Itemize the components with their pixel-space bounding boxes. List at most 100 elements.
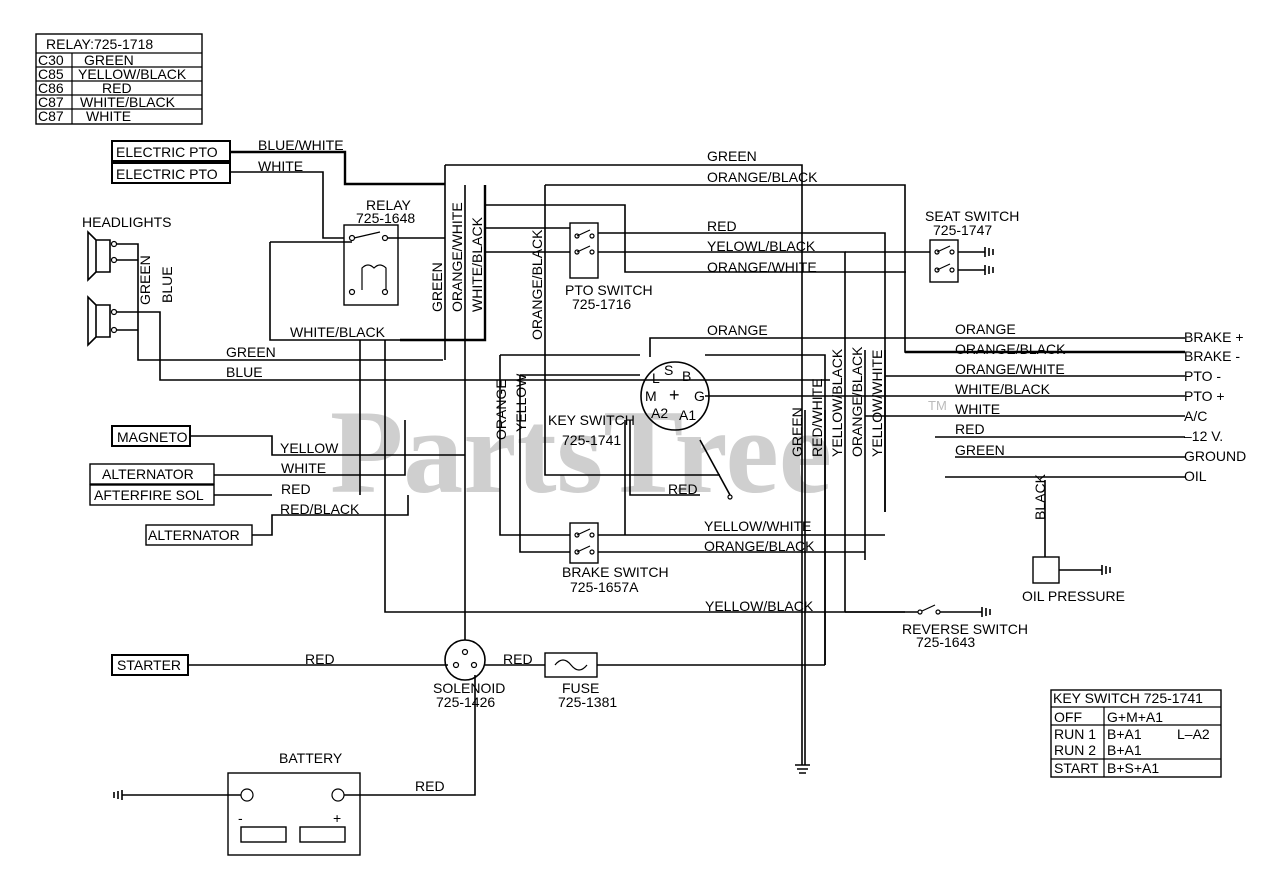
wire-label: YELLOW/WHITE (704, 518, 811, 534)
solenoid-part: 725-1426 (436, 694, 495, 710)
brake-switch: BRAKE SWITCH 725-1657A YELLOW/WHITE ORAN… (562, 420, 885, 614)
wire-label: YELOWL/BLACK (707, 238, 816, 254)
reverse-switch: REVERSE SWITCH 725-1643 (845, 604, 1028, 650)
reverse-switch-name: REVERSE SWITCH (902, 621, 1028, 637)
relay-table-title: RELAY:725-1718 (46, 36, 153, 52)
wire-label: ORANGE/BLACK (707, 169, 818, 185)
relay-pin: C87 (38, 94, 64, 110)
battery-label: BATTERY (279, 750, 343, 766)
wire-label: ORANGE (707, 322, 768, 338)
wire-label: RED (668, 481, 698, 497)
wire-label: GREEN (789, 407, 805, 457)
wire-label: BLUE (226, 364, 263, 380)
pto-switch: PTO SWITCH 725-1716 RED YELOWL/BLACK ORA… (485, 204, 906, 612)
alternator-2-label: ALTERNATOR (148, 527, 240, 543)
key-table-pos: RUN 1 (1054, 726, 1096, 742)
key-table-title: KEY SWITCH 725-1741 (1053, 690, 1203, 706)
seat-switch-part: 725-1747 (933, 222, 992, 238)
headlights: HEADLIGHTS GREEN BLUE GREEN BLUE (82, 214, 830, 381)
starter-label: STARTER (117, 657, 181, 673)
watermark: PartsTree TM (330, 385, 947, 518)
wire-label: ORANGE/BLACK (704, 538, 815, 554)
wire-label: BLUE/WHITE (258, 137, 344, 153)
key-terminal-g: G (694, 388, 705, 404)
oil-pressure-label: OIL PRESSURE (1022, 588, 1125, 604)
wire-label: ORANGE/WHITE (955, 361, 1065, 377)
relay-pin: C85 (38, 66, 64, 82)
relay: RELAY 725-1648 WHITE/BLACK (269, 197, 445, 341)
connector-pto-plus: PTO + (1184, 388, 1225, 404)
seat-switch: SEAT SWITCH 725-1747 (845, 208, 1019, 283)
pto-switch-part: 725-1716 (572, 296, 631, 312)
wire-label: ORANGE/BLACK (529, 229, 545, 340)
fuse-name: FUSE (562, 680, 599, 696)
wire-label: YELLOW/BLACK (705, 598, 814, 614)
electric-pto-label: ELECTRIC PTO (116, 166, 218, 182)
reverse-switch-part: 725-1643 (916, 634, 975, 650)
key-table-extra: L–A2 (1177, 726, 1210, 742)
wire-label: YELLOW (280, 440, 339, 456)
relay-name: RELAY (366, 197, 412, 213)
key-terminal-b: B (682, 368, 691, 384)
key-switch-part: 725-1741 (562, 432, 621, 448)
wire-label: ORANGE/WHITE (707, 259, 817, 275)
afterfire-sol-label: AFTERFIRE SOL (94, 487, 204, 503)
connector-ac: A/C (1184, 408, 1207, 424)
connector-ground: GROUND (1184, 448, 1246, 464)
wire-label: ORANGE (493, 379, 509, 440)
brake-switch-name: BRAKE SWITCH (562, 564, 669, 580)
relay-part: 725-1648 (356, 210, 415, 226)
relay-pin: C30 (38, 52, 64, 68)
key-terminal-m: M (645, 388, 657, 404)
wire-label: YELLOW/BLACK (829, 348, 845, 457)
key-terminal-s: S (664, 362, 673, 378)
wire-label: YELLOW/WHITE (869, 350, 885, 457)
wire-label: BLUE (159, 266, 175, 303)
key-terminal-a1: A1 (679, 407, 696, 423)
battery-plus: + (333, 810, 341, 826)
wire-label: WHITE/BLACK (469, 216, 485, 312)
connector-brake-minus: BRAKE - (1184, 348, 1240, 364)
watermark-tm: TM (928, 398, 947, 413)
connector-pto-minus: PTO - (1184, 368, 1221, 384)
wire-label: ORANGE/BLACK (955, 341, 1066, 357)
connector-brake-plus: BRAKE + (1184, 329, 1244, 345)
wire-label: GREEN (707, 148, 757, 164)
headlights-label: HEADLIGHTS (82, 214, 171, 230)
relay-pin: C87 (38, 108, 64, 124)
oil-pressure: BLACK OIL PRESSURE (1022, 473, 1125, 604)
connector-block: ORANGE ORANGE/BLACK ORANGE/WHITE WHITE/B… (865, 321, 1246, 484)
solenoid-name: SOLENOID (433, 680, 505, 696)
wire-label: ORANGE (955, 321, 1016, 337)
wire-label: ORANGE/BLACK (849, 346, 865, 457)
wire-label: WHITE/BLACK (290, 324, 386, 340)
relay-color: WHITE (86, 108, 131, 124)
connector-12v: –12 V. (1184, 428, 1223, 444)
key-table-pos: START (1054, 760, 1099, 776)
relay-pin: C86 (38, 80, 64, 96)
key-terminal-a2: A2 (651, 405, 668, 421)
key-terminal-l: L (652, 370, 660, 386)
wire-label: RED (281, 481, 311, 497)
key-table-conn: G+M+A1 (1107, 709, 1163, 725)
battery-minus: - (238, 810, 243, 826)
key-table-conn: B+A1 (1107, 726, 1142, 742)
wire-label: GREEN (955, 442, 1005, 458)
wire-label: WHITE (955, 401, 1000, 417)
wire-label: RED/BLACK (280, 501, 360, 517)
relay-color: WHITE/BLACK (80, 94, 176, 110)
fuse-part: 725-1381 (558, 694, 617, 710)
wire-label: YELLOW (513, 373, 529, 432)
wire-label: BLACK (1032, 473, 1048, 520)
pto-switch-name: PTO SWITCH (565, 282, 653, 298)
key-table-pos: OFF (1054, 709, 1082, 725)
wire-label: ORANGE/WHITE (449, 202, 465, 312)
key-table-conn: B+A1 (1107, 742, 1142, 758)
wire-label: WHITE (258, 158, 303, 174)
wire-label: RED (305, 651, 335, 667)
starter-circuit: STARTER RED SOLENOID 725-1426 RED FUSE 7… (111, 520, 825, 774)
wire-label: WHITE (281, 460, 326, 476)
wire-label: RED (415, 778, 445, 794)
wire-label: WHITE/BLACK (955, 381, 1051, 397)
